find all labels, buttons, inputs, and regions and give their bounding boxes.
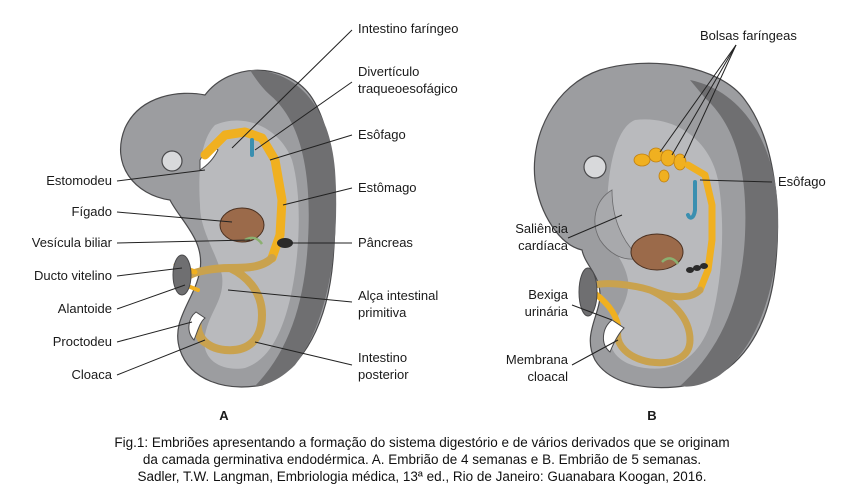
label-membrana-1: Membrana xyxy=(506,352,569,367)
leader-proctodeu xyxy=(116,321,193,343)
embryo-a-tail xyxy=(188,311,206,341)
leader-intestino-posterior xyxy=(254,341,353,366)
label-ducto: Ducto vitelino xyxy=(34,268,112,283)
embryo-a-gallbladder xyxy=(244,236,264,245)
label-bexiga-2: urinária xyxy=(525,304,569,319)
label-intestino-faringeo: Intestino faríngeo xyxy=(358,21,458,36)
embryo-a-inner xyxy=(199,120,299,369)
panel-letter-a: A xyxy=(219,408,229,423)
leader-vesicula xyxy=(116,239,251,244)
labels-b: Bolsas faríngeas Esôfago Saliência cardí… xyxy=(506,28,826,384)
leader-ducto xyxy=(116,267,183,277)
embryo-b-gallbladder xyxy=(661,257,680,265)
label-intestino-post-2: posterior xyxy=(358,367,409,382)
embryo-a-eye xyxy=(161,150,183,172)
leader-bolsas-2 xyxy=(671,44,737,156)
panel-letter-b: B xyxy=(647,408,656,423)
embryo-b-cardiac xyxy=(594,189,641,260)
label-saliencia-2: cardíaca xyxy=(518,238,569,253)
label-estomago: Estômago xyxy=(358,180,417,195)
figure-caption: Fig.1: Embriões apresentando a formação … xyxy=(0,434,844,485)
label-bexiga-1: Bexiga xyxy=(528,287,569,302)
caption-line-1: Fig.1: Embriões apresentando a formação … xyxy=(114,435,730,450)
labels-a-left: Estomodeu Fígado Vesícula biliar Ducto v… xyxy=(32,169,251,382)
label-bolsas: Bolsas faríngeas xyxy=(700,28,797,43)
label-saliencia-1: Saliência xyxy=(515,221,569,236)
label-intestino-post-1: Intestino xyxy=(358,350,407,365)
label-diverticulo-2: traqueoesofágico xyxy=(358,81,458,96)
embryo-a-foregut xyxy=(200,127,287,263)
label-estomodeu: Estomodeu xyxy=(46,173,112,188)
embryo-b-back-shade xyxy=(680,80,779,387)
label-proctodeu: Proctodeu xyxy=(53,334,112,349)
embryo-b-stalk xyxy=(578,267,598,317)
embryo-a-stalk xyxy=(172,254,192,296)
embryo-a-pancreas xyxy=(277,238,293,248)
label-membrana-2: cloacal xyxy=(528,369,569,384)
embryo-b-midgut xyxy=(591,280,704,367)
embryo-b-eye xyxy=(583,155,607,179)
embryo-b-liver xyxy=(630,233,684,271)
labels-a-right: Intestino faríngeo Divertículo traqueoes… xyxy=(227,21,458,382)
label-pancreas: Pâncreas xyxy=(358,235,413,250)
embryo-diagram: Intestino faríngeo Divertículo traqueoes… xyxy=(32,21,826,423)
label-esofago-a: Esôfago xyxy=(358,127,406,142)
embryo-b xyxy=(533,62,779,389)
label-esofago-b: Esôfago xyxy=(778,174,826,189)
leader-cloaca xyxy=(116,339,206,376)
leader-saliencia xyxy=(567,214,623,239)
leader-bexiga xyxy=(571,304,613,321)
leader-esofago-a xyxy=(269,134,353,161)
leader-estomago xyxy=(282,187,353,206)
label-vesicula: Vesícula biliar xyxy=(32,235,113,250)
leader-bolsas-1 xyxy=(659,44,737,153)
embryo-a xyxy=(120,69,337,388)
leader-esofago-b xyxy=(699,179,773,183)
embryo-b-pancreas xyxy=(686,263,708,273)
leader-alantoide xyxy=(116,284,186,310)
embryo-a-liver xyxy=(219,207,265,243)
label-alca-2: primitiva xyxy=(358,305,407,320)
leader-alca xyxy=(227,289,353,303)
label-figado: Fígado xyxy=(72,204,112,219)
label-alantoide: Alantoide xyxy=(58,301,112,316)
leader-estomodeu xyxy=(116,169,206,182)
embryo-b-tail xyxy=(603,319,625,353)
leader-bolsas-3 xyxy=(683,44,737,159)
label-diverticulo-1: Divertículo xyxy=(358,64,419,79)
leader-membrana xyxy=(571,339,619,366)
label-cloaca: Cloaca xyxy=(72,367,113,382)
embryo-b-pharyngeal-pouches xyxy=(633,147,687,183)
embryo-b-trachea xyxy=(686,180,697,220)
caption-line-2: da camada germinativa endodérmica. A. Em… xyxy=(142,452,702,467)
embryo-a-back-shade xyxy=(250,70,337,386)
label-alca-1: Alça intestinal xyxy=(358,288,438,303)
embryo-b-foregut xyxy=(684,161,716,294)
caption-line-3: Sadler, T.W. Langman, Embriologia médica… xyxy=(137,469,707,484)
leader-intestino-faringeo xyxy=(231,29,353,149)
leader-diverticulo xyxy=(254,81,353,151)
leader-figado xyxy=(116,211,233,223)
